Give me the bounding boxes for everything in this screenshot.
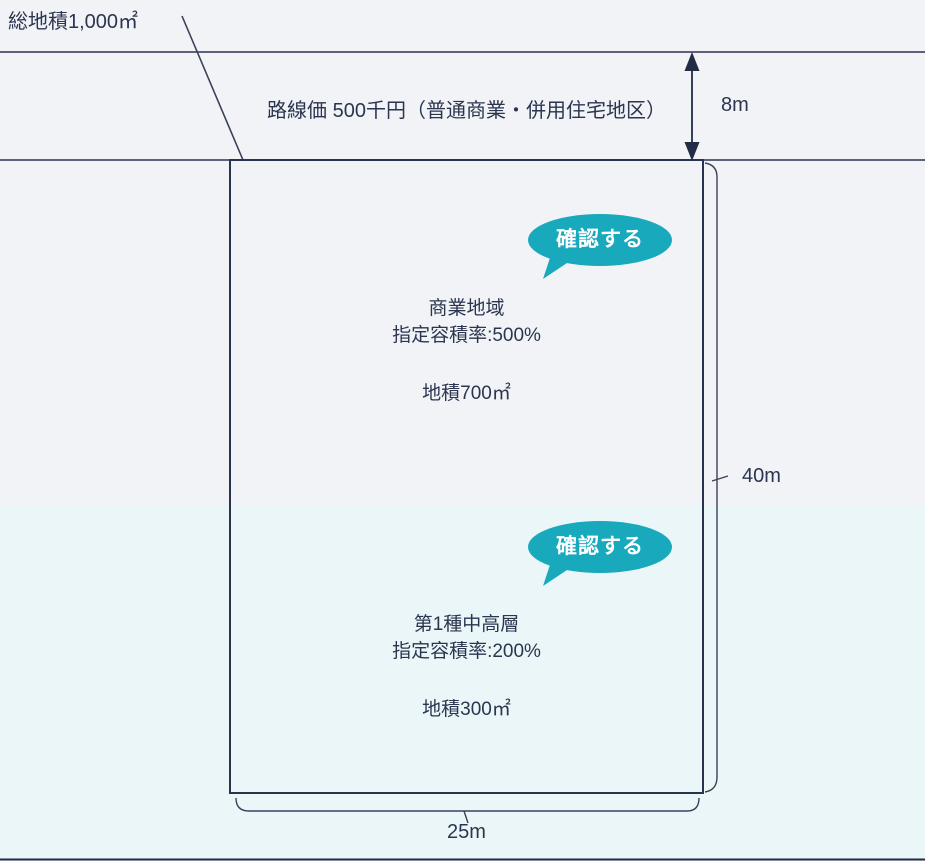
road-price-label: 路線価 500千円（普通商業・併用住宅地区） bbox=[267, 100, 666, 122]
residential-zone-area: 地積300㎡ bbox=[422, 699, 511, 720]
residential-zone-name: 第1種中高層 bbox=[413, 614, 520, 635]
confirm-button-residential[interactable]: 確認する bbox=[528, 521, 672, 586]
confirm-button-commercial[interactable]: 確認する bbox=[528, 214, 672, 279]
residential-zone-info: 第1種中高層 指定容積率:200% 地積300㎡ bbox=[230, 611, 703, 723]
commercial-zone-area: 地積700㎡ bbox=[422, 383, 511, 404]
commercial-zone-floor-area-ratio: 指定容積率:500% bbox=[392, 325, 541, 346]
commercial-zone-name: 商業地域 bbox=[428, 298, 505, 319]
depth-label: 40m bbox=[742, 465, 781, 487]
frontage-label: 25m bbox=[447, 821, 486, 843]
residential-zone-floor-area-ratio: 指定容積率:200% bbox=[392, 641, 541, 662]
road-width-label: 8m bbox=[721, 94, 749, 116]
confirm-button-label: 確認する bbox=[556, 535, 644, 558]
total-area-leader-line bbox=[181, 15, 244, 161]
total-area-label: 総地積1,000㎡ bbox=[8, 11, 139, 33]
commercial-zone-info: 商業地域 指定容積率:500% 地積700㎡ bbox=[230, 295, 703, 407]
confirm-button-label: 確認する bbox=[556, 228, 644, 251]
